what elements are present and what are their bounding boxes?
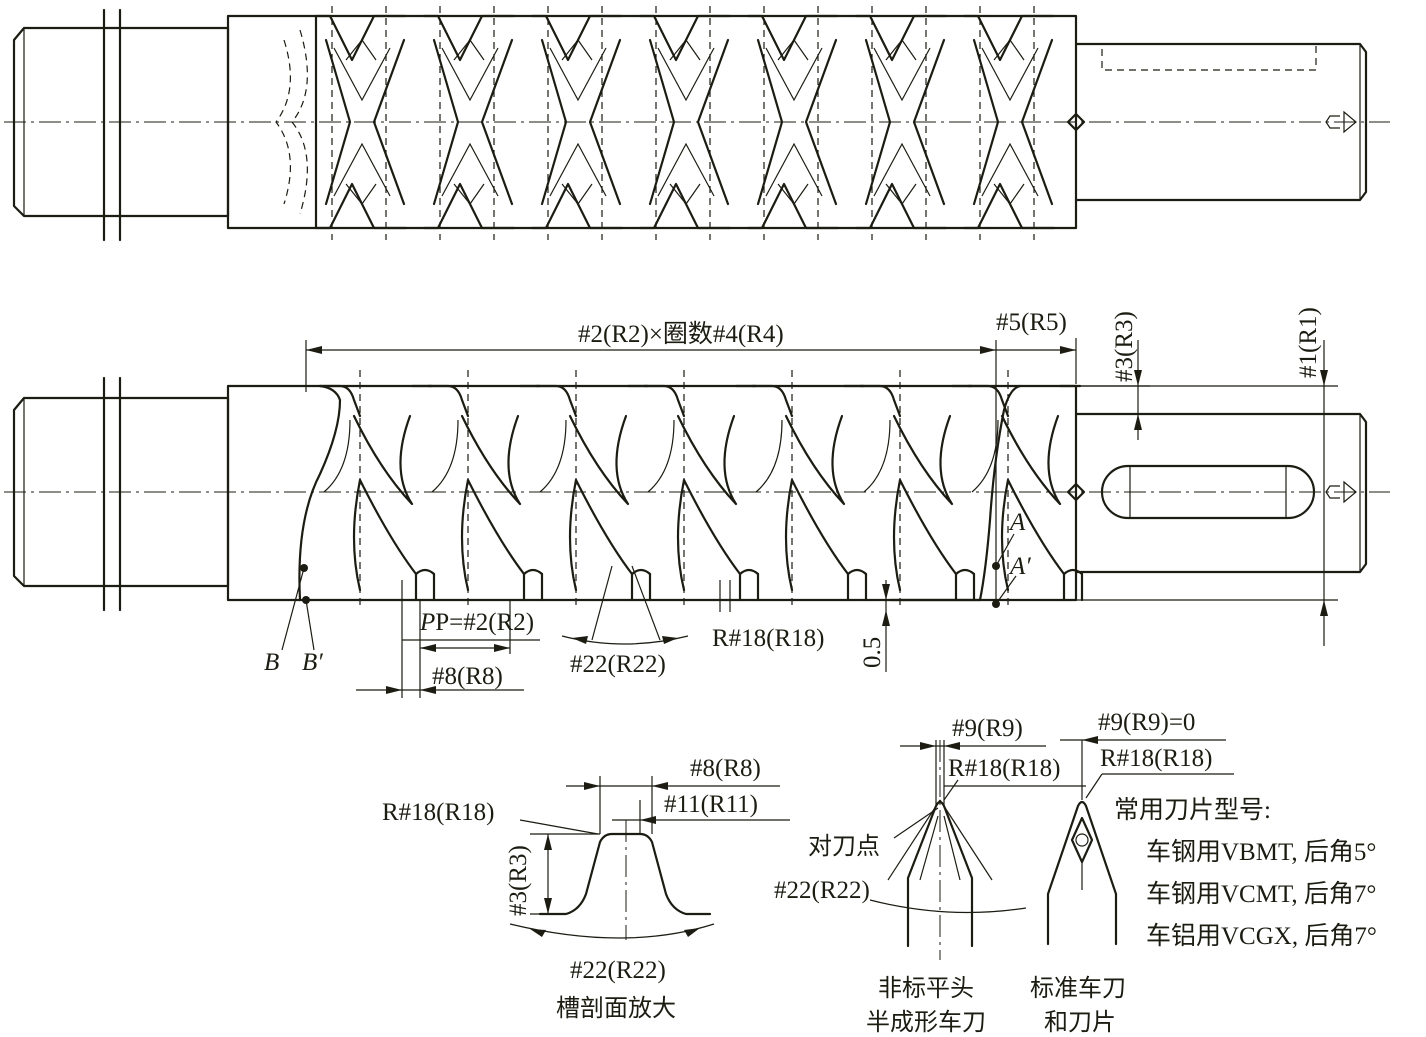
insert-item: 车铝用VCGX, 后角7° <box>1146 922 1377 950</box>
mid-groove-top <box>858 384 974 418</box>
mid-groove-v <box>784 414 846 506</box>
tool-angle-22: #22(R22) <box>774 877 870 904</box>
std-tool-radius-18: R#18(R18) <box>1100 745 1213 772</box>
std-tool-caption-2: 和刀片 <box>1044 1008 1116 1036</box>
groove-caption: 槽剖面放大 <box>556 994 676 1022</box>
mid-groove-v <box>892 414 954 506</box>
tool-radius-18: R#18(R18) <box>948 755 1061 782</box>
cutting-tool-detail: #9(R9) R#18(R18) 对刀点 #22(R22) 非标平头 半成形车刀… <box>774 709 1377 1036</box>
tool-dim-9-zero: #9(R9)=0 <box>1098 709 1195 736</box>
groove-dim-3: #3(R3) <box>505 845 532 916</box>
insert-diamond <box>1070 816 1094 864</box>
tool-dim-9: #9(R9) <box>952 715 1023 742</box>
radius-18: R#18(R18) <box>712 625 825 652</box>
top-groove-x <box>324 38 352 206</box>
groove-section-detail: #8(R8) #11(R11) R#18(R18) #3(R3) #22(R22… <box>382 755 790 1022</box>
top-groove-x <box>480 38 514 206</box>
mid-groove-top <box>966 384 1082 418</box>
mid-right-shaft <box>1074 412 1368 574</box>
insert-item: 车钢用VCMT, 后角7° <box>1146 880 1376 908</box>
top-groove-x <box>588 38 622 206</box>
insert-heading: 常用刀片型号: <box>1114 796 1271 824</box>
mid-groove-top <box>750 384 866 418</box>
mid-groove-v <box>352 414 414 506</box>
turns-dimension: #2(R2)×圈数#4(R4) <box>578 320 784 348</box>
setting-point-label: 对刀点 <box>808 832 880 860</box>
dim-5: #5(R5) <box>996 309 1067 336</box>
flat-tool-caption-1: 非标平头 <box>878 974 974 1002</box>
dim-1: #1(R1) <box>1295 307 1322 378</box>
top-groove-x <box>804 38 838 206</box>
point-a-prime: A′ <box>1008 553 1031 580</box>
mid-groove-v <box>460 414 522 506</box>
top-shaft-view <box>4 6 1390 242</box>
dim-3: #3(R3) <box>1111 311 1138 382</box>
mid-groove-top <box>642 384 758 418</box>
point-b: B <box>264 649 279 676</box>
dim-8: #8(R8) <box>432 663 503 690</box>
mid-groove-top <box>318 384 434 418</box>
groove-dim-11: #11(R11) <box>664 791 758 818</box>
mid-groove-top <box>426 384 542 418</box>
mid-groove-top <box>534 384 650 418</box>
std-tool-caption-1: 标准车刀 <box>1030 974 1126 1002</box>
middle-groove-band <box>298 370 1084 610</box>
mid-reference-diamond <box>1066 482 1086 502</box>
groove-radius-18: R#18(R18) <box>382 799 495 826</box>
top-center-drill-symbol <box>1325 110 1357 134</box>
mid-groove-start <box>298 384 342 602</box>
dim-0-5: 0.5 <box>859 637 886 668</box>
mid-groove-v <box>676 414 738 506</box>
angle-22: #22(R22) <box>570 651 666 678</box>
groove-dim-8: #8(R8) <box>690 755 761 782</box>
flat-tool-caption-2: 半成形车刀 <box>866 1008 986 1036</box>
top-groove-x <box>432 38 460 206</box>
top-reference-diamond <box>1066 112 1086 132</box>
point-b-prime: B′ <box>302 649 323 676</box>
mid-groove-v <box>568 414 630 506</box>
mid-groove-lower <box>784 478 850 592</box>
insert-item: 车钢用VBMT, 后角5° <box>1146 838 1376 866</box>
pitch-dimension: PP=#2(R2) <box>419 609 534 636</box>
middle-shaft-view: #2(R2)×圈数#4(R4) #5(R5) #3(R3) #1(R1) A A… <box>4 307 1390 698</box>
mid-groove-lower <box>1000 478 1066 592</box>
top-groove-band <box>314 6 1056 240</box>
standard-tool <box>1046 800 1118 946</box>
mid-groove-end <box>978 384 1022 602</box>
groove-angle-22: #22(R22) <box>570 957 666 984</box>
mid-groove-v <box>1000 414 1062 506</box>
point-a: A <box>1008 509 1026 536</box>
